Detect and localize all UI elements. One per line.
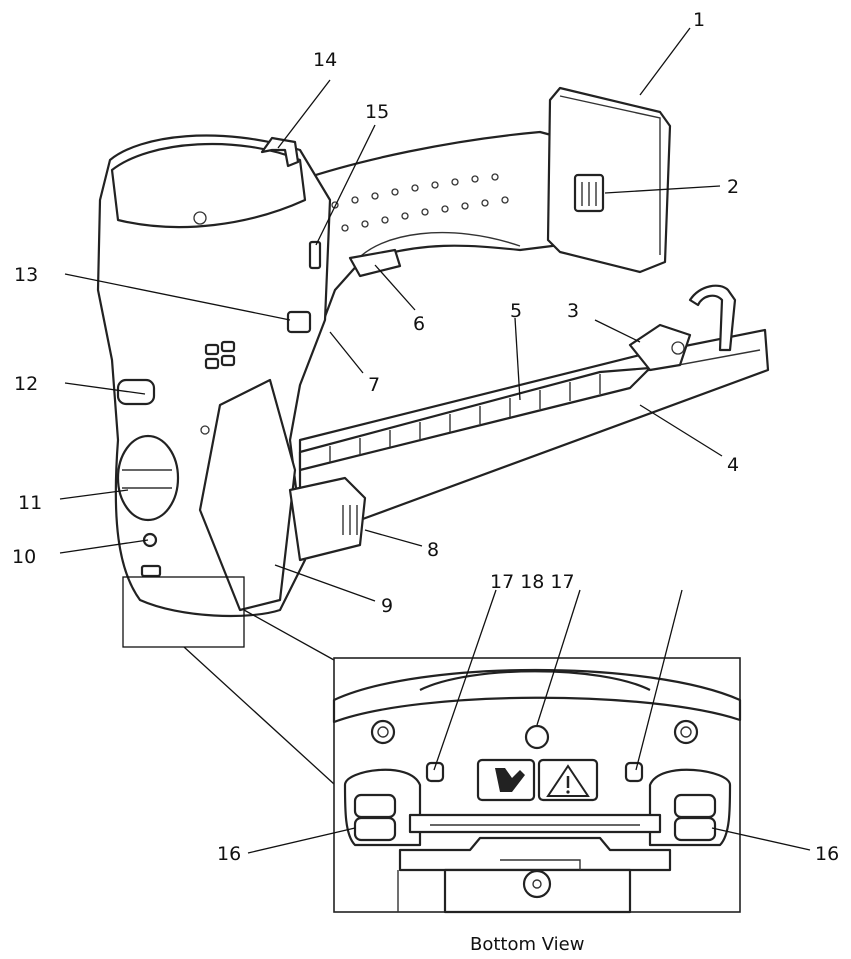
label-13: 13	[14, 264, 38, 286]
depth-dial	[116, 434, 180, 522]
leader-lines	[59, 27, 811, 854]
nose-piece	[198, 378, 297, 612]
pusher	[628, 323, 692, 372]
belt-hook	[260, 136, 300, 168]
part-labels: 1 2 3 4 5 6 7 8 9 10 11 12 13 14 15 17 1…	[12, 9, 839, 955]
label-17-18-17: 17 18 17	[490, 571, 575, 593]
bottom-view-inset	[332, 657, 742, 914]
label-12: 12	[14, 373, 38, 395]
indicator	[286, 310, 312, 334]
staple-strip	[298, 366, 652, 472]
label-10: 10	[12, 546, 36, 568]
strip-hatching	[329, 374, 601, 462]
label-15: 15	[365, 101, 389, 123]
side-button	[116, 378, 156, 406]
label-6: 6	[413, 313, 425, 335]
center-sensor	[524, 724, 550, 750]
battery	[546, 86, 672, 274]
zoom-region	[122, 576, 245, 648]
sensor-left	[425, 761, 445, 783]
label-8: 8	[427, 539, 439, 561]
label-9: 9	[381, 595, 393, 617]
bottom-view-caption: Bottom View	[470, 934, 584, 955]
label-4: 4	[727, 454, 739, 476]
label-16-left: 16	[217, 843, 241, 865]
label-3: 3	[567, 300, 579, 322]
pusher-latch	[688, 284, 737, 352]
power-switch	[308, 240, 322, 270]
magazine-end	[288, 476, 367, 562]
label-5: 5	[510, 300, 522, 322]
stapler-illustration	[96, 86, 770, 618]
center-bolt	[522, 869, 552, 899]
trigger	[348, 248, 402, 278]
label-2: 2	[727, 176, 739, 198]
label-16-right: 16	[815, 843, 839, 865]
label-7: 7	[368, 374, 380, 396]
screw-left	[370, 719, 396, 745]
label-11: 11	[18, 492, 42, 514]
magazine	[298, 328, 770, 522]
label-14: 14	[313, 49, 337, 71]
sensor-right	[624, 761, 644, 783]
label-1: 1	[693, 9, 705, 31]
top-cover	[110, 142, 307, 229]
screw-right	[673, 719, 699, 745]
grip-dots	[331, 173, 509, 232]
